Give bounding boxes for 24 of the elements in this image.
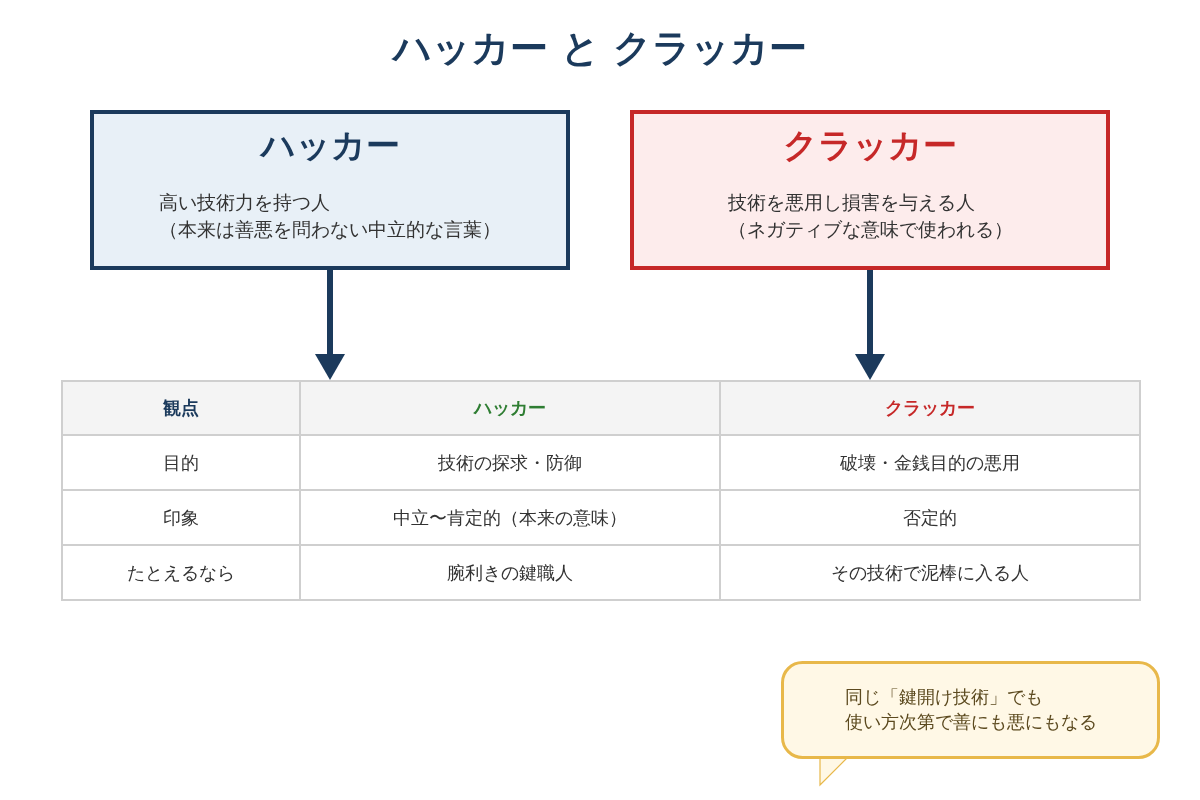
speech-bubble bbox=[780, 659, 1161, 787]
table-cell: 技術の探求・防御 bbox=[301, 436, 721, 491]
table-header-cell: クラッカー bbox=[721, 382, 1139, 436]
comparison-table bbox=[61, 380, 1141, 601]
table-cell: 腕利きの鍵職人 bbox=[301, 546, 721, 599]
definition-box bbox=[90, 110, 570, 270]
table-cell: たとえるなら bbox=[63, 546, 301, 599]
box-description: 技術を悪用し損害を与える人（ネガティブな意味で使われる） bbox=[727, 190, 1013, 242]
table-header-cell: 観点 bbox=[63, 382, 301, 436]
diagram-title: ハッカー と クラッカー bbox=[390, 25, 809, 72]
table-header-cell: ハッカー bbox=[301, 382, 721, 436]
arrow bbox=[315, 270, 345, 380]
table-cell: 中立〜肯定的（本来の意味） bbox=[301, 491, 721, 546]
box-description: 高い技術力を持つ人（本来は善悪を問わない中立的な言葉） bbox=[159, 190, 501, 242]
box-heading: クラッカー bbox=[783, 125, 957, 165]
callout-text: 同じ「鍵開け技術」でも使い方次第で善にも悪にもなる bbox=[845, 685, 1097, 734]
box-heading: ハッカー bbox=[260, 125, 400, 165]
table-cell: 目的 bbox=[63, 436, 301, 491]
table-cell: 印象 bbox=[63, 491, 301, 546]
table-cell: 否定的 bbox=[721, 491, 1139, 546]
arrow bbox=[855, 270, 885, 380]
definition-box bbox=[630, 110, 1110, 270]
table-cell-text: その技術で泥棒に入る人 bbox=[830, 561, 1030, 585]
table-cell: 破壊・金銭目的の悪用 bbox=[721, 436, 1139, 491]
